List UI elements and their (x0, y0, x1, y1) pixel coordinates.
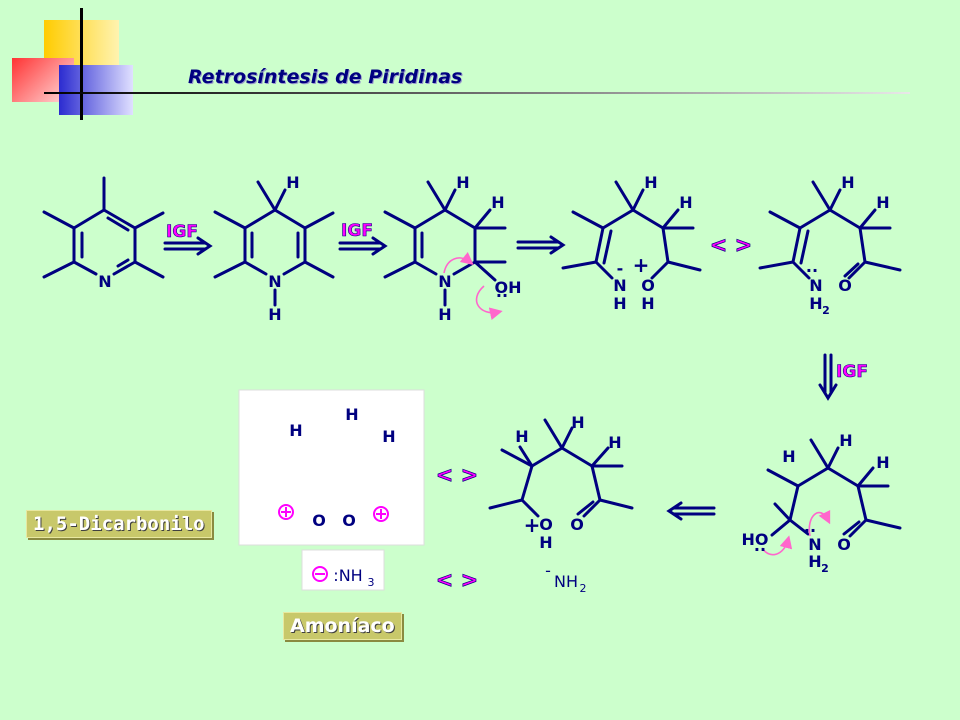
atom-n: N (98, 272, 111, 291)
atom-h: H (539, 533, 552, 552)
atom-h: H (286, 173, 299, 192)
charge-minus: - (545, 561, 551, 580)
atom-o: O (570, 515, 584, 534)
open-chain-zwitterion-structure (561, 180, 702, 280)
atom-h: H (608, 433, 621, 452)
amide-formula: NH (554, 572, 578, 591)
transform-arrow-2 (338, 236, 388, 256)
ammonia-formula: :NH (333, 566, 362, 585)
atom-h: H (808, 552, 821, 571)
atom-h: H (641, 294, 654, 313)
subscript-3: 3 (368, 576, 375, 589)
atom-h: H (613, 294, 626, 313)
hemiaminal-ring-structure (383, 180, 507, 307)
atom-o: O (539, 515, 553, 534)
atom-oh: OH (495, 278, 522, 297)
dicarbonyl-box (238, 389, 425, 546)
subscript-2: 2 (822, 304, 830, 317)
lone-pair-dots: ·· (806, 261, 818, 280)
transform-arrow-3 (516, 235, 566, 255)
lone-pair-dots: ·· (754, 540, 766, 559)
slide-title: Retrosíntesis de Piridinas (188, 66, 463, 88)
transform-arrow-1 (163, 236, 213, 256)
charge-plus: + (524, 513, 541, 537)
igf-label: IGF (836, 362, 868, 382)
curved-arrow-n-lone-pair (808, 509, 831, 537)
resonance-symbol: < > (436, 568, 479, 592)
ammonia-box (301, 549, 385, 591)
ammonia-label: Amoníaco (283, 612, 402, 640)
resonance-symbol: < > (436, 463, 479, 487)
atom-h: H (644, 173, 657, 192)
atom-h: H (839, 431, 852, 450)
igf-label: IGF (166, 222, 198, 242)
atom-o: O (838, 276, 852, 295)
hydroxy-dicarbonyl-structure (488, 418, 634, 518)
atom-n: N (268, 272, 281, 291)
decor-hline (44, 92, 910, 94)
atom-n: N (438, 272, 451, 291)
anion-symbol (312, 566, 328, 582)
atom-o: O (342, 511, 356, 530)
lone-pair-dots: ·· (804, 521, 816, 540)
subscript-2: 2 (821, 562, 829, 575)
atom-h: H (268, 305, 281, 324)
atom-h: H (571, 413, 584, 432)
decor-square-blue (59, 65, 133, 115)
curved-arrow-ho (761, 535, 793, 556)
atom-h: H (876, 453, 889, 472)
cyclic-hemiaminal-structure (766, 438, 902, 538)
atom-h: H (491, 193, 504, 212)
cation-symbol-right (373, 506, 389, 522)
atom-h: H (515, 427, 528, 446)
lone-pair-dots: ·· (496, 286, 508, 305)
atom-o: O (641, 276, 655, 295)
transform-arrow-left (666, 501, 716, 521)
atom-n: N (809, 276, 822, 295)
atom-h: H (382, 427, 395, 446)
curved-arrow-oh (475, 285, 503, 320)
resonance-symbol: < > (710, 233, 753, 257)
amino-ketone-structure (758, 180, 902, 280)
atom-h: H (841, 173, 854, 192)
curved-arrow-ring-n (443, 252, 474, 274)
cation-symbol-left (278, 504, 294, 520)
atom-h: H (809, 294, 822, 313)
atom-h: H (289, 421, 302, 440)
pyridine-structure (42, 176, 165, 279)
atom-h: H (876, 193, 889, 212)
charge-plus: + (633, 253, 650, 277)
atom-ho: HO (742, 530, 769, 549)
dihydropyridine-structure (213, 180, 335, 307)
decor-vline (80, 8, 83, 120)
atom-h: H (438, 305, 451, 324)
atom-o: O (312, 511, 326, 530)
igf-label: IGF (341, 221, 373, 241)
transform-arrow-down (818, 353, 838, 401)
atom-n: N (808, 535, 821, 554)
atom-h: H (456, 173, 469, 192)
atom-h: H (679, 193, 692, 212)
dicarbonyl-label: 1,5-Dicarbonilo (26, 510, 212, 538)
atom-h: H (345, 405, 358, 424)
atom-h: H (782, 447, 795, 466)
atom-n: N (613, 276, 626, 295)
charge-minus: - (617, 259, 624, 278)
atom-o: O (837, 535, 851, 554)
subscript-2: 2 (580, 582, 587, 595)
